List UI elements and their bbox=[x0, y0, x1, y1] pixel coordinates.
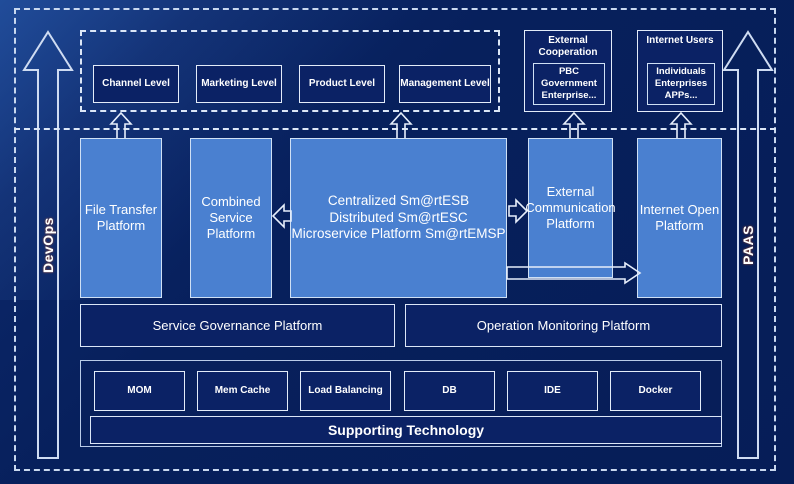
arrow-core-to-internet-open-platform bbox=[506, 261, 642, 285]
uparrow-to-external-cooperation bbox=[562, 111, 586, 140]
management-level-label: Management Level bbox=[400, 77, 490, 89]
internet-users-title: Internet Users bbox=[646, 35, 714, 46]
supporting-technology-label: Supporting Technology bbox=[327, 422, 485, 438]
uparrow-to-management-level bbox=[389, 111, 413, 140]
product-level-box[interactable]: Product Level bbox=[299, 65, 385, 103]
paas-label: PAAS bbox=[740, 225, 756, 265]
channel-level-label: Channel Level bbox=[102, 77, 170, 89]
layer-separator-dashed bbox=[14, 128, 776, 130]
service-governance-platform-bar[interactable]: Service Governance Platform bbox=[80, 304, 395, 347]
external-communication-platform-label: External Communication Platform bbox=[525, 183, 616, 232]
diagram-outer-boundary bbox=[14, 8, 776, 471]
tech-item-mem-cache[interactable]: Mem Cache bbox=[197, 371, 288, 411]
channel-level-box[interactable]: Channel Level bbox=[93, 65, 179, 103]
product-level-label: Product Level bbox=[308, 77, 376, 89]
marketing-level-box[interactable]: Marketing Level bbox=[196, 65, 282, 103]
arrow-core-to-external-communication bbox=[508, 198, 529, 224]
operation-monitoring-platform-label: Operation Monitoring Platform bbox=[476, 318, 651, 333]
internet-users-items-label: Individuals Enterprises APPs... bbox=[654, 66, 708, 101]
tech-item-load-balancing-label: Load Balancing bbox=[308, 384, 383, 396]
centralized-esb-label: Centralized Sm@rtESB bbox=[327, 192, 470, 208]
external-communication-platform-box[interactable]: External Communication Platform bbox=[525, 138, 616, 278]
tech-item-mem-cache-label: Mem Cache bbox=[214, 384, 271, 396]
external-cooperation-items-label: PBC Government Enterprise... bbox=[541, 66, 597, 101]
operation-monitoring-platform-bar[interactable]: Operation Monitoring Platform bbox=[405, 304, 722, 347]
file-transfer-platform-label: File Transfer Platform bbox=[84, 201, 158, 233]
combined-service-platform-box[interactable]: Combined Service Platform bbox=[190, 138, 272, 298]
tech-item-docker[interactable]: Docker bbox=[610, 371, 701, 411]
tech-item-db-label: DB bbox=[442, 384, 457, 396]
uparrow-to-internet-users bbox=[669, 111, 693, 140]
distributed-esc-label: Distributed Sm@rtESC bbox=[329, 209, 468, 225]
microservice-emsp-label: Microservice Platform Sm@rtEMSP bbox=[291, 226, 506, 242]
tech-item-mom-label: MOM bbox=[127, 384, 152, 396]
tech-item-mom[interactable]: MOM bbox=[94, 371, 185, 411]
internal-levels-group bbox=[80, 30, 500, 112]
tech-item-ide[interactable]: IDE bbox=[507, 371, 598, 411]
internet-users-group[interactable]: Internet Users Individuals Enterprises A… bbox=[637, 30, 723, 112]
file-transfer-platform-box[interactable]: File Transfer Platform bbox=[80, 138, 162, 298]
marketing-level-label: Marketing Level bbox=[201, 77, 277, 89]
arrow-core-to-combined-service bbox=[271, 203, 292, 229]
tech-item-db[interactable]: DB bbox=[404, 371, 495, 411]
core-esb-platform-box[interactable]: Centralized Sm@rtESB Distributed Sm@rtES… bbox=[290, 138, 507, 298]
internet-open-platform-box[interactable]: Internet Open Platform bbox=[637, 138, 722, 298]
devops-label: DevOps bbox=[40, 217, 56, 273]
internet-users-items: Individuals Enterprises APPs... bbox=[647, 63, 715, 105]
tech-item-ide-label: IDE bbox=[544, 384, 561, 396]
service-governance-platform-label: Service Governance Platform bbox=[152, 318, 323, 333]
external-cooperation-items: PBC Government Enterprise... bbox=[533, 63, 605, 105]
external-cooperation-title: External Cooperation bbox=[538, 35, 598, 58]
internet-open-platform-label: Internet Open Platform bbox=[639, 201, 720, 233]
paas-pillar-arrow: PAAS bbox=[722, 30, 774, 460]
external-cooperation-group[interactable]: External Cooperation PBC Government Ente… bbox=[524, 30, 612, 112]
tech-item-docker-label: Docker bbox=[638, 384, 673, 396]
management-level-box[interactable]: Management Level bbox=[399, 65, 491, 103]
uparrow-to-channel-level bbox=[109, 111, 133, 140]
combined-service-platform-label: Combined Service Platform bbox=[201, 193, 261, 242]
devops-pillar-arrow: DevOps bbox=[22, 30, 74, 460]
tech-item-load-balancing[interactable]: Load Balancing bbox=[300, 371, 391, 411]
supporting-technology-bar: Supporting Technology bbox=[90, 416, 722, 444]
